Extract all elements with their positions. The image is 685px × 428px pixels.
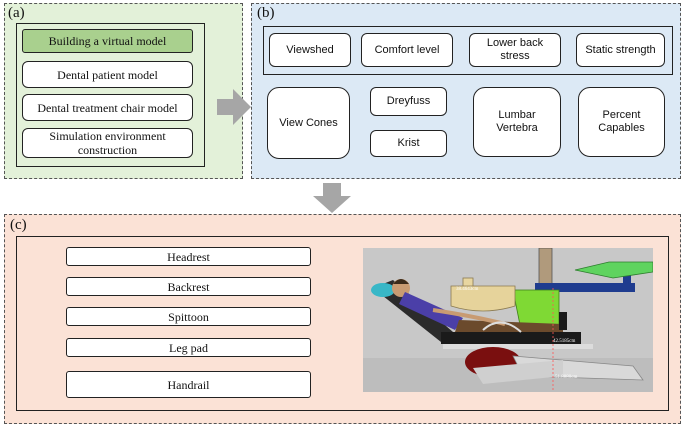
panel-b-tag: (b) (257, 5, 275, 21)
dental-chair-simulation-image: 38.4643cm 42.5185cm 51.8880cm (363, 248, 653, 392)
panel-c-frame (16, 236, 669, 411)
view-cones-box: View Cones (267, 87, 350, 159)
panel-a-tag: (a) (8, 5, 25, 21)
krist-box: Krist (370, 130, 447, 157)
dental-chair-model: Dental treatment chair model (22, 94, 193, 121)
viewshed-box: Viewshed (269, 33, 351, 67)
virtual-model-header: Building a virtual model (22, 29, 193, 53)
panel-b-top-frame (263, 26, 673, 75)
percent-capables-box: Percent Capables (578, 87, 665, 157)
handrail-box: Handrail (66, 371, 311, 398)
lower-back-stress-box: Lower back stress (469, 33, 561, 67)
measure-label-1: 38.4643cm (456, 287, 478, 292)
panel-a-frame (16, 23, 205, 167)
arrow-right-icon (217, 89, 251, 125)
panel-c-tag: (c) (10, 217, 27, 233)
headrest-box: Headrest (66, 247, 311, 266)
spittoon-box: Spittoon (66, 307, 311, 326)
leg-pad-box: Leg pad (66, 338, 311, 357)
dreyfuss-box: Dreyfuss (370, 87, 447, 116)
measure-label-2: 42.5185cm (553, 339, 575, 344)
dental-patient-model: Dental patient model (22, 61, 193, 88)
arrow-down-icon (313, 183, 351, 213)
lumbar-vertebra-box: Lumbar Vertebra (473, 87, 561, 157)
backrest-box: Backrest (66, 277, 311, 296)
simulation-environment: Simulation environment construction (22, 128, 193, 158)
static-strength-box: Static strength (576, 33, 665, 67)
measure-label-3: 51.8880cm (555, 375, 577, 380)
comfort-level-box: Comfort level (361, 33, 453, 67)
